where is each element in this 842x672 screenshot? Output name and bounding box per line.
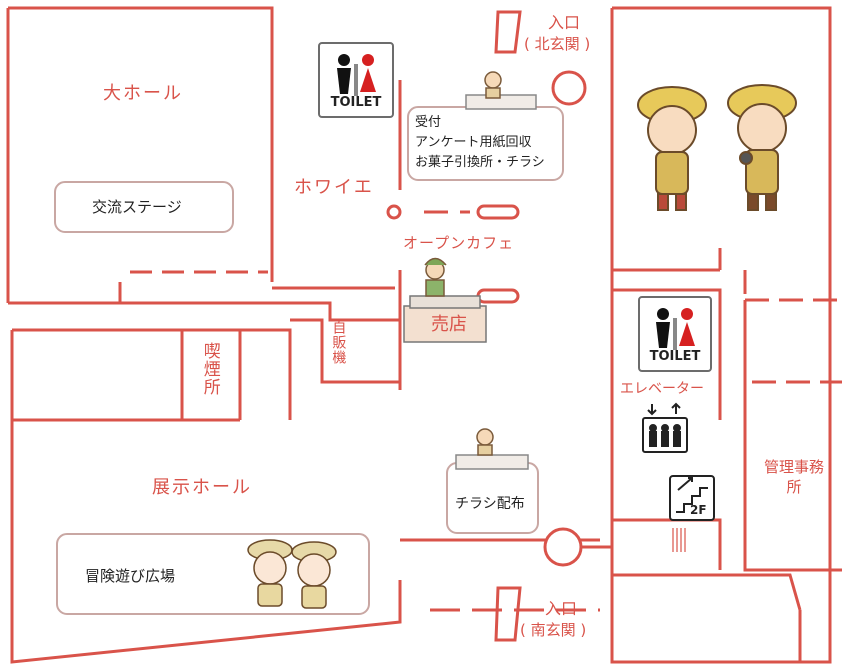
shop-label: 売店 [431,314,467,335]
cafe-table-oval-1 [476,204,520,220]
exchange-stage-label: 交流ステージ [92,198,182,216]
flyer-dist-label: チラシ配布 [455,496,525,512]
admin-office-label: 管理事務所 [764,458,825,496]
north-entrance-line1: 入口 [548,13,581,32]
foyer-label: ホワイエ [294,177,374,198]
south-entrance-line1: 入口 [545,599,578,618]
adventure-plaza-label: 冒険遊び広場 [85,567,176,585]
stairs-floor-label: 2F [690,503,707,517]
toilet-icon [656,308,695,350]
flyer-desk [455,454,529,470]
toilet-label-upper: TOILET [330,95,382,110]
large-hall-walls [6,6,274,303]
exchange-stage-box [54,181,234,233]
north-entrance-line2: ( 北玄関 ) [524,35,591,53]
reception-desk [465,94,537,110]
explorer-characters-small [247,539,337,609]
open-cafe-label: オープンカフェ [403,234,515,252]
toilet-label-lower: TOILET [649,349,701,364]
staff-figure [424,71,502,456]
stairs-icon [669,475,715,521]
north-entrance-marker [551,70,587,106]
toilet-icon [337,54,376,96]
smoking-room-label: 喫煙所 [199,342,220,396]
cafe-table-circle [386,204,402,220]
reception-line-2: アンケート用紙回収 [415,135,532,150]
toilet-sign-upper: TOILET [318,42,394,118]
elevator-icon [642,402,688,453]
cafe-table-oval-2 [476,288,520,304]
reception-line-1: 受付 [415,115,442,130]
vending-label: 自販機 [330,320,347,365]
reception-line-3: お菓子引換所・チラシ [415,155,545,170]
shop-counter [403,295,487,343]
south-entrance-line2: ( 南玄関 ) [520,621,587,639]
elevator-label: エレベーター [620,381,704,397]
exhibition-hall-label: 展示ホール [152,477,252,498]
large-hall-label: 大ホール [103,83,183,104]
toilet-sign-lower: TOILET [638,296,712,372]
large-hall-partition [118,282,272,305]
south-entrance-marker [543,527,583,567]
explorer-characters [637,84,797,211]
